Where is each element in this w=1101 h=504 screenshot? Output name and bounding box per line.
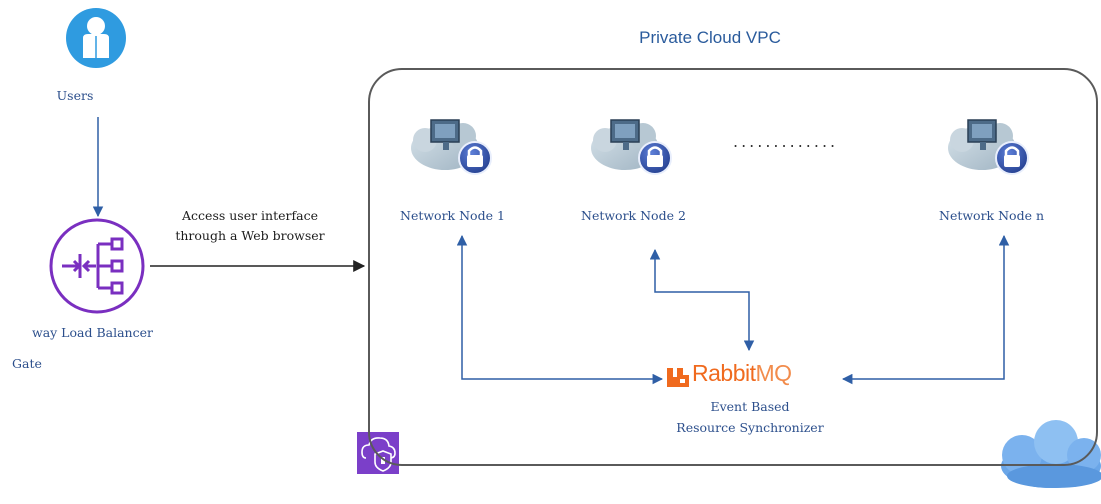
dotted-separator: ............. — [733, 132, 839, 151]
access-label-line1: Access user interface — [182, 208, 318, 223]
load-balancer-label: way Load Balancer — [32, 325, 153, 340]
rabbitmq-word: Rabbit — [692, 360, 756, 386]
network-node-1-icon — [411, 119, 492, 175]
node1-rabbitmq-connector — [456, 234, 664, 385]
network-node-2-icon — [591, 119, 672, 175]
node2-rabbitmq-connector — [649, 248, 755, 352]
sync-label-line1: Event Based — [710, 399, 790, 414]
vpc-boundary — [368, 68, 1098, 466]
access-label: Access user interface through a Web brow… — [155, 206, 345, 246]
network-node-n-label: Network Node n — [939, 208, 1044, 223]
resource-synchronizer-label: Event Based Resource Synchronizer — [660, 396, 840, 438]
access-label-line2: through a Web browser — [175, 228, 325, 243]
rabbitmq-mq: MQ — [755, 360, 792, 386]
rabbitmq-wordmark: RabbitMQ — [692, 360, 792, 387]
user-icon — [66, 8, 126, 68]
gateway-label: Gate — [12, 356, 42, 371]
users-label: Users — [56, 88, 94, 103]
sync-label-line2: Resource Synchronizer — [676, 420, 824, 435]
network-node-1-label: Network Node 1 — [400, 208, 505, 223]
rabbitmq-logo — [667, 368, 689, 387]
vpc-title: Private Cloud VPC — [639, 28, 781, 47]
network-node-n-icon — [948, 119, 1029, 175]
network-node-2-label: Network Node 2 — [581, 208, 686, 223]
noden-rabbitmq-connector — [841, 234, 1010, 385]
load-balancer-icon — [49, 218, 145, 314]
